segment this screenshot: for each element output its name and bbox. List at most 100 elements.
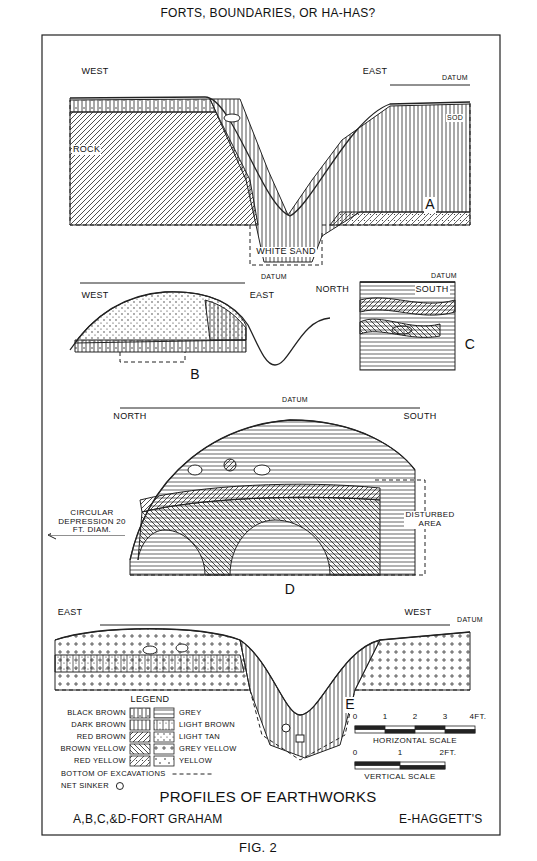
legend-text: YELLOW <box>178 757 213 765</box>
legend-text: LIGHT TAN <box>178 733 221 741</box>
drawing-stroke <box>210 99 470 262</box>
drawing-stroke <box>282 724 290 732</box>
legend-text: LIGHT BROWN <box>178 721 236 729</box>
drawing-stroke <box>100 625 450 626</box>
legend-swatch <box>154 744 174 754</box>
drawing-stroke <box>360 319 440 337</box>
legend-swatch <box>154 732 174 742</box>
legend-heading: LEGEND <box>130 695 171 705</box>
profile-letter: B <box>189 367 201 382</box>
scale-bars <box>355 726 475 769</box>
profile-letter: D <box>284 582 296 597</box>
scale-number: 1 <box>382 713 389 722</box>
legend-text: DARK BROWN <box>70 721 127 729</box>
datum-label: DATUM <box>281 396 309 404</box>
legend-text: GREY <box>178 709 202 717</box>
legend-text: RED BROWN <box>76 733 127 741</box>
legend-text: NET SINKER <box>60 782 110 790</box>
drawing-stroke <box>250 690 355 760</box>
drawing-stroke <box>224 114 240 122</box>
drawing-stroke <box>130 420 415 560</box>
drawing-stroke <box>355 762 400 766</box>
scale-number: 2FT. <box>439 749 458 758</box>
scale-number: 0 <box>352 749 359 758</box>
legend-line <box>173 774 213 775</box>
legend-text: GREY YELLOW <box>178 745 238 753</box>
direction-label: SOUTH <box>403 412 438 422</box>
direction-label: EAST <box>362 67 389 77</box>
legend-swatch <box>130 756 150 766</box>
drawing-stroke <box>250 225 322 265</box>
drawing-stroke <box>355 632 470 690</box>
legend-text: BOTTOM OF EXCAVATIONS <box>60 770 167 778</box>
scale-number: 4FT. <box>469 713 488 722</box>
datum-label: DATUM <box>456 616 484 624</box>
drawing-stroke <box>75 340 246 352</box>
drawing-stroke <box>205 300 246 340</box>
profile-c <box>360 282 455 370</box>
drawing-stroke <box>176 644 188 652</box>
drawing-stroke <box>55 629 470 715</box>
drawing-stroke <box>80 283 245 284</box>
drawing-stroke <box>355 726 385 730</box>
drawing-stroke <box>355 762 445 769</box>
layer-label: ROCK <box>72 145 101 155</box>
datum-label: DATUM <box>441 74 469 82</box>
drawing-stroke <box>385 730 415 734</box>
profile-d <box>48 408 425 575</box>
legend-swatch <box>154 708 174 718</box>
scale-number: 2 <box>412 713 419 722</box>
legend-swatch <box>130 720 150 730</box>
drawing-stroke <box>120 352 185 362</box>
direction-label: NORTH <box>112 412 147 422</box>
legend-swatch <box>154 756 174 766</box>
datum-label: DATUM <box>260 273 288 281</box>
scale-number: 3 <box>442 713 449 722</box>
drawing-stroke <box>254 465 270 475</box>
drawing-stroke <box>188 465 202 475</box>
legend-text: BLACK BROWN <box>66 709 127 717</box>
profile-letter: E <box>344 697 356 712</box>
direction-label: EAST <box>249 291 276 301</box>
scale-caption: VERTICAL SCALE <box>363 773 436 782</box>
drawing-stroke <box>70 292 330 365</box>
feature-label: CIRCULAR DEPRESSION 20 FT. DIAM. <box>51 509 133 535</box>
figure-heading: PROFILES OF EARTHWORKS <box>158 789 377 806</box>
drawing-stroke <box>360 298 455 315</box>
drawing-stroke <box>330 212 470 225</box>
legend-swatch <box>130 708 150 718</box>
site-label: A,B,C,&D-FORT GRAHAM <box>72 813 224 826</box>
profile-e <box>55 625 470 760</box>
site-label: E-HAGGETT'S <box>398 813 484 826</box>
drawing-stroke <box>360 282 455 370</box>
drawing-stroke <box>240 640 380 758</box>
drawing-stroke <box>55 655 244 672</box>
profile-letter: C <box>464 337 476 352</box>
drawing-stroke <box>296 735 304 742</box>
legend-swatch <box>154 720 174 730</box>
layer-label: WHITE SAND <box>255 247 317 257</box>
frame <box>42 35 500 835</box>
legend-symbol <box>116 783 123 790</box>
profile-letter: A <box>424 197 436 212</box>
drawing-stroke <box>70 99 216 112</box>
scale-number: 1 <box>397 749 404 758</box>
drawing-stroke <box>70 97 470 216</box>
legend-swatch <box>130 744 150 754</box>
profile-b <box>70 283 330 365</box>
drawing-stroke <box>224 459 236 471</box>
drawing-stroke <box>130 420 415 575</box>
legend-text: BROWN YELLOW <box>59 745 127 753</box>
figure-title: FORTS, BOUNDARIES, OR HA-HAS? <box>159 7 376 20</box>
figure-caption: FIG. 2 <box>238 841 278 855</box>
drawing-stroke <box>55 690 470 691</box>
scale-caption: HORIZONTAL SCALE <box>372 737 458 746</box>
drawing-stroke <box>138 497 380 575</box>
drawing-stroke <box>360 281 455 282</box>
drawing-stroke <box>143 646 157 654</box>
legend-text: RED YELLOW <box>73 757 127 765</box>
drawing-stroke <box>120 408 420 409</box>
drawing-stroke <box>415 726 445 730</box>
layer-label: SOD <box>446 114 464 122</box>
